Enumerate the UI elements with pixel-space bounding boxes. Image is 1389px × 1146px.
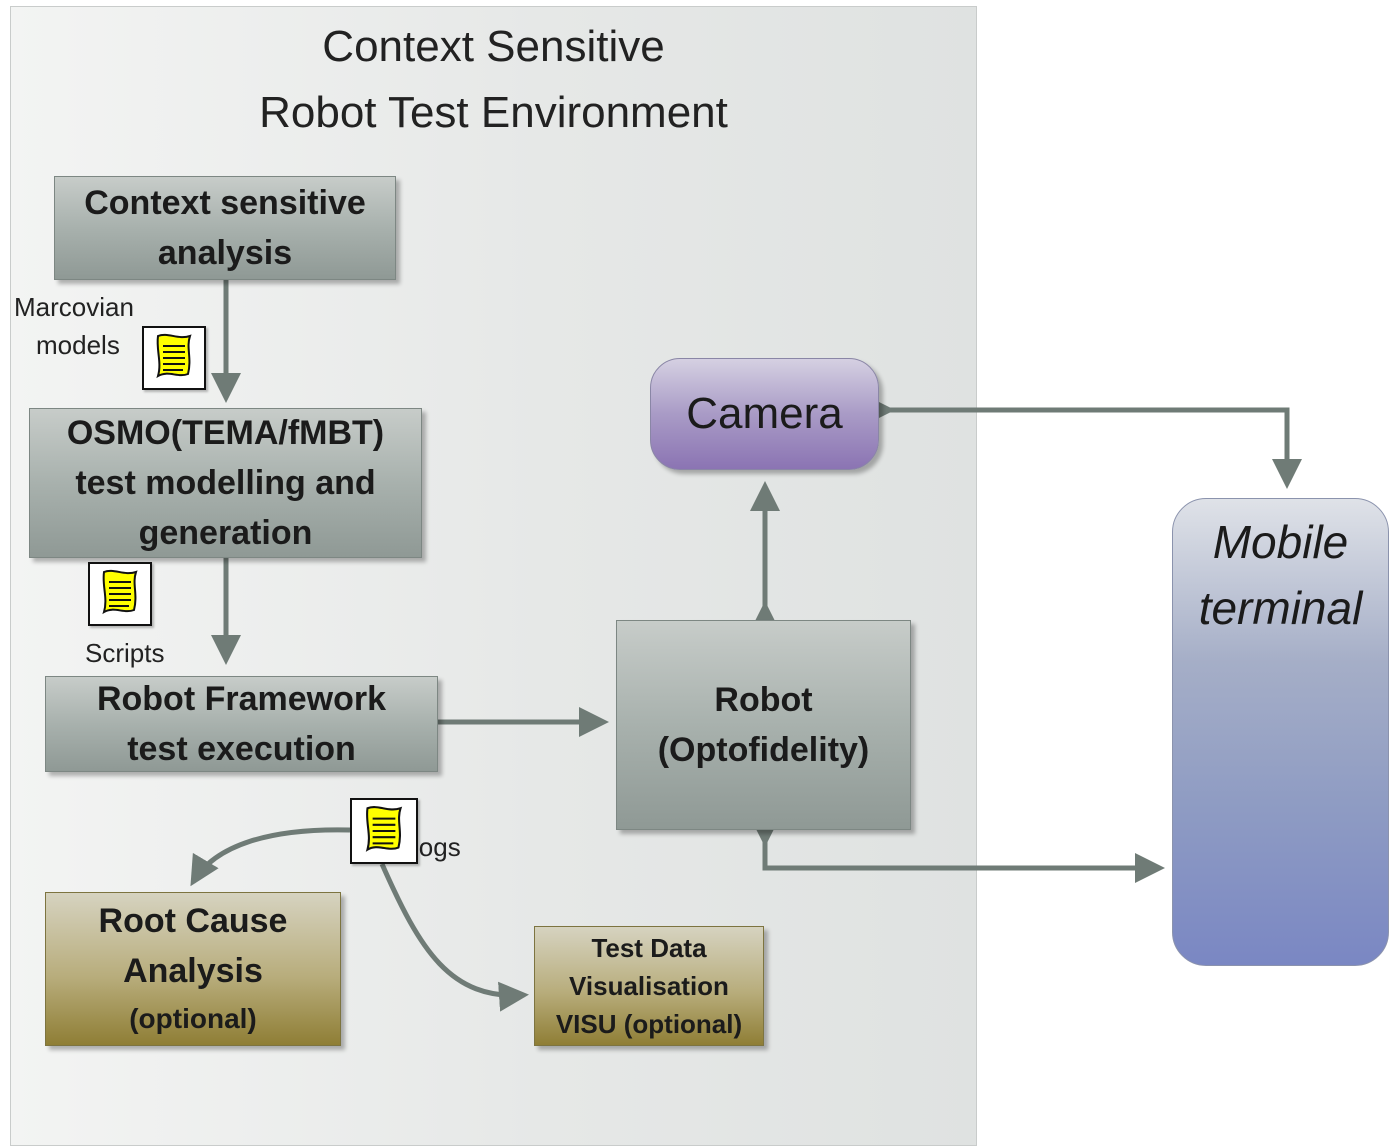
arrow-logs-to-rootcause — [190, 827, 351, 887]
mobile-line2: terminal — [1198, 582, 1363, 634]
root-cause-analysis-box: Root Cause Analysis (optional) — [45, 892, 341, 1046]
arrow-camera-mobile — [865, 395, 1302, 489]
scripts-label: Scripts — [85, 638, 165, 668]
arrow-logs-to-visualisation — [379, 862, 529, 1012]
mobile-line1: Mobile — [1212, 516, 1349, 568]
test-data-line1: Test Data — [591, 933, 707, 963]
context-analysis-line1: Context sensitive — [84, 184, 366, 222]
osmo-test-modelling-box: OSMO(TEMA/fMBT) test modelling and gener… — [29, 408, 422, 558]
context-analysis-line2: analysis — [157, 234, 293, 272]
arrow-robot-mobile — [750, 817, 1165, 883]
mobile-terminal-box: Mobile terminal — [1172, 498, 1389, 966]
camera-box: Camera — [650, 358, 879, 470]
robot-line1: Robot — [714, 681, 813, 719]
robot-framework-line2: test execution — [127, 730, 356, 768]
osmo-line3: generation — [138, 514, 313, 552]
robot-line2: (Optofidelity) — [657, 731, 870, 769]
robot-framework-line1: Robot Framework — [96, 680, 387, 718]
context-sensitive-analysis-box: Context sensitive analysis — [54, 176, 396, 280]
marcovian-label-line1: Marcovian — [14, 292, 134, 322]
document-icon — [142, 326, 206, 390]
robot-framework-box: Robot Framework test execution — [45, 676, 438, 772]
document-icon — [350, 798, 418, 864]
environment-title-line1: Context Sensitive — [322, 22, 665, 71]
document-icon — [88, 562, 152, 626]
test-data-line2: Visualisation — [569, 971, 729, 1001]
environment-title-line2: Robot Test Environment — [259, 88, 728, 137]
logs-label: logs — [413, 832, 461, 862]
root-cause-line2: Analysis — [123, 952, 263, 990]
marcovian-label-line2: models — [36, 330, 120, 360]
root-cause-line1: Root Cause — [98, 902, 288, 940]
osmo-line2: test modelling and — [75, 464, 376, 502]
test-data-line3: VISU (optional) — [555, 1009, 743, 1039]
robot-optofidelity-box: Robot (Optofidelity) — [616, 620, 911, 830]
osmo-line1: OSMO(TEMA/fMBT) — [66, 414, 385, 452]
root-cause-line3: (optional) — [129, 1003, 257, 1034]
camera-label: Camera — [686, 389, 843, 438]
test-data-visualisation-box: Test Data Visualisation VISU (optional) — [534, 926, 764, 1046]
